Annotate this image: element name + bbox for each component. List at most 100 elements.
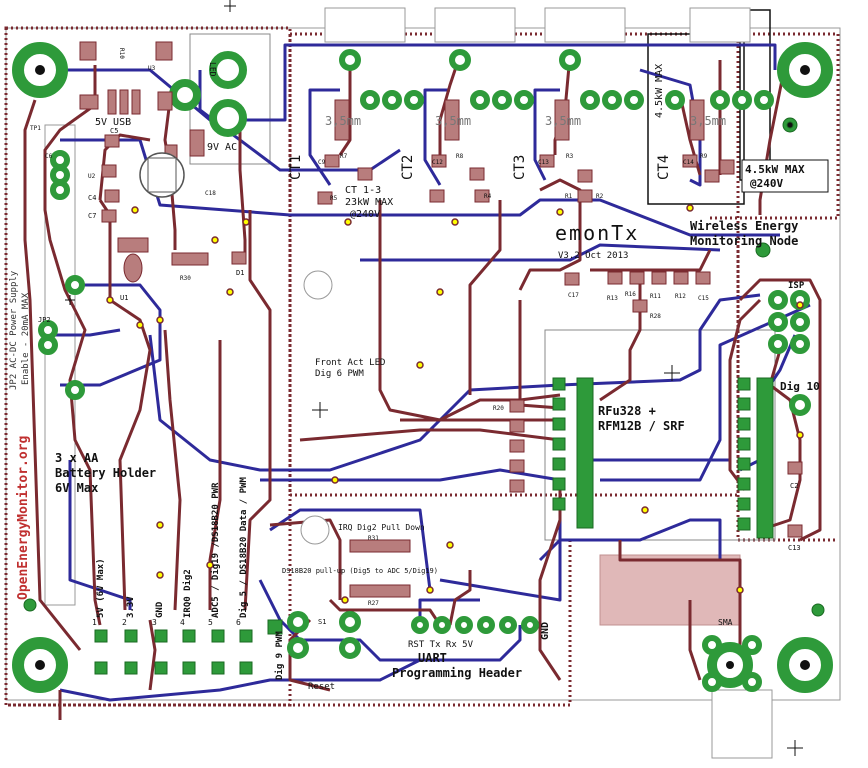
- label-front-led-2: Dig 6 PWM: [315, 369, 364, 379]
- label-jp2-1: JP2 AC-DC Power Supply: [9, 270, 19, 390]
- label-usb: 5V USB: [95, 117, 131, 128]
- label-jack-2: 3,5mm: [435, 114, 471, 128]
- ref-c13b: C13: [788, 544, 801, 552]
- ref-c18: C18: [205, 190, 216, 197]
- ref-r8: R8: [456, 153, 464, 160]
- ref-c4: C4: [88, 194, 96, 202]
- rfm-headers: [552, 377, 774, 539]
- ref-r20: R20: [493, 405, 504, 412]
- label-3v3: 3.3V: [126, 596, 136, 618]
- label-site: OpenEnergyMonitor.org: [16, 436, 31, 600]
- ref-u1: U1: [120, 294, 128, 302]
- label-uart-1: UART: [418, 651, 447, 665]
- label-jack-4: 3,5mm: [690, 114, 726, 128]
- ref-r2: R2: [596, 193, 604, 200]
- ref-r13: R13: [607, 295, 618, 302]
- pin-3: 3: [152, 618, 157, 627]
- label-front-led-1: Front Act LED: [315, 358, 385, 368]
- ref-r1: R1: [565, 193, 573, 200]
- ref-tp1: TP1: [30, 125, 41, 132]
- ref-d1: D1: [236, 269, 244, 277]
- label-battery-2: Battery Holder: [55, 466, 156, 480]
- smd-parts: [79, 41, 803, 598]
- label-jp2: JP2: [38, 316, 51, 324]
- ref-r5: R5: [330, 195, 338, 202]
- ref-c7: C7: [88, 212, 96, 220]
- label-rfm-1: RFu328 +: [598, 404, 656, 418]
- pin-6: 6: [236, 618, 241, 627]
- ref-c2: C2: [790, 482, 798, 490]
- label-led: LED: [208, 62, 217, 77]
- label-uart-gnd: GND: [540, 622, 551, 640]
- label-version: V3.2 Oct 2013: [558, 251, 628, 261]
- silkscreen: 5V USB 9V AC LED CT1 CT2 CT3 CT4 4.5kW M…: [9, 62, 829, 692]
- label-dig5: Dig 5 / DS18B20 Data / PWM: [238, 477, 249, 618]
- mounting-holes: [12, 42, 833, 693]
- ref-c17: C17: [568, 292, 579, 299]
- label-irq0: IRQ0 Dig2: [182, 569, 193, 618]
- label-ct3: CT3: [512, 155, 528, 180]
- label-uart-pins: RST Tx Rx 5V: [408, 640, 474, 650]
- label-ct1: CT1: [288, 155, 304, 180]
- ref-r31: R31: [368, 535, 379, 542]
- ref-c9: C9: [318, 159, 326, 166]
- label-dig10: Dig 10: [780, 380, 820, 393]
- ref-r12: R12: [675, 293, 686, 300]
- ref-c15: C15: [698, 295, 709, 302]
- label-battery-3: 6V Max: [55, 481, 98, 495]
- label-jack-3: 3,5mm: [545, 114, 581, 128]
- pads: [38, 49, 811, 692]
- ref-r4: R4: [484, 193, 492, 200]
- ref-r3: R3: [566, 153, 574, 160]
- label-sma: SMA: [718, 618, 733, 627]
- designators: C5 C6 C4 C7 C18 C9 C12 C13 C14 C17 C15 C…: [30, 48, 801, 607]
- label-wireless-2: Monitoring Node: [690, 234, 798, 248]
- top-traces: [23, 54, 822, 720]
- bottom-traces: [40, 43, 811, 702]
- label-jack-1: 3,5mm: [325, 114, 361, 128]
- label-ct4-2: @240V: [750, 177, 783, 190]
- electrolytic-cap: [123, 152, 185, 283]
- crosshairs: [65, 0, 803, 756]
- label-ds-pullup: DS18B20 pull-up (Dig5 to ADC 5/Dig19): [282, 567, 438, 575]
- pin-4: 4: [180, 618, 185, 627]
- pin-5: 5: [208, 618, 213, 627]
- ref-r27: R27: [368, 600, 379, 607]
- label-rfm-2: RFM12B / SRF: [598, 419, 685, 433]
- label-ct13-1: CT 1-3: [345, 185, 381, 196]
- board-outline: [4, 9, 841, 707]
- ref-c5: C5: [110, 127, 118, 135]
- label-ct4-1: 4.5kW MAX: [745, 163, 805, 176]
- ref-r9: R9: [700, 153, 708, 160]
- ref-r7: R7: [340, 153, 348, 160]
- ct-jacks: [324, 7, 773, 759]
- label-ct2: CT2: [400, 155, 416, 180]
- ref-c13a: C13: [538, 159, 549, 166]
- pin-2: 2: [122, 618, 127, 627]
- vias: [106, 204, 804, 604]
- label-s1: S1: [318, 618, 326, 626]
- pin-1: 1: [92, 618, 97, 627]
- label-uart-2: Programming Header: [392, 666, 522, 680]
- ref-r11: R11: [650, 293, 661, 300]
- label-gnd: GND: [155, 601, 165, 618]
- label-ct13-2: 23kW MAX: [345, 197, 393, 208]
- label-5v: 5V (6V Max): [96, 558, 106, 618]
- label-reset: Reset: [308, 682, 335, 692]
- label-isp: ISP: [788, 281, 805, 291]
- label-jp2-2: Enable - 20mA MAX: [21, 292, 31, 385]
- ref-r10: R10: [118, 48, 125, 59]
- label-wireless-1: Wireless Energy: [690, 219, 798, 233]
- label-ct13-3: @240V: [350, 209, 380, 220]
- pin-header-bottom: [94, 619, 283, 675]
- ref-r16: R16: [625, 291, 636, 298]
- label-ct4: CT4: [656, 155, 672, 180]
- fiducials: [23, 117, 825, 617]
- ref-u3: U3: [148, 65, 156, 72]
- label-battery-1: 3 x AA: [55, 451, 99, 465]
- label-title: emonTx: [555, 221, 639, 245]
- label-adc5: ADC5 / Dig19 /DS18B20 PWR: [210, 482, 221, 618]
- ref-c6: C6: [45, 153, 53, 160]
- ref-c12: C12: [432, 159, 443, 166]
